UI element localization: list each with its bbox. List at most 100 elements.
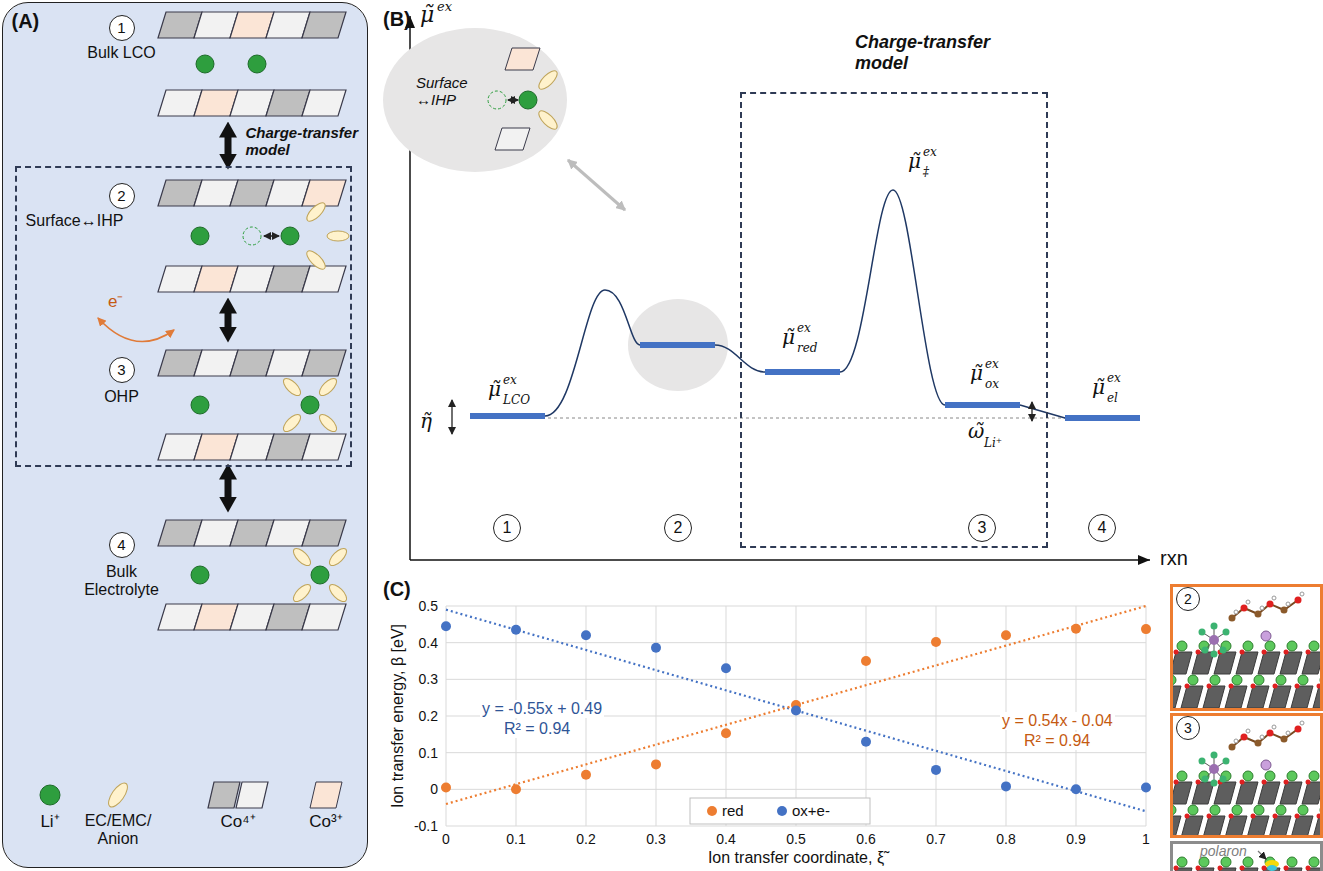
- solvent-molecule: [327, 582, 350, 605]
- structure-snapshot: [1295, 684, 1300, 689]
- structure-snapshot: [1181, 686, 1203, 708]
- legend-swatch: [707, 806, 717, 816]
- stage-group: 3OHP: [15, 345, 350, 462]
- structure-snapshot: [1181, 816, 1203, 838]
- data-point: [721, 663, 731, 673]
- structure-snapshot: [1199, 629, 1206, 636]
- structure-snapshot: [1172, 586, 1322, 710]
- structure-snapshot: [1214, 868, 1236, 871]
- structure-snapshot: [1220, 647, 1227, 654]
- data-point: [651, 759, 661, 769]
- energy-curve: [545, 290, 640, 416]
- legend-label: Co³⁺: [296, 812, 356, 832]
- structure-snapshot: [1229, 744, 1236, 751]
- structure-snapshot: [1218, 866, 1223, 871]
- structure-snapshot: [1185, 684, 1190, 689]
- structure-snapshot: [1196, 780, 1201, 785]
- step-number-text: 2: [674, 520, 683, 536]
- axis-tick-label: 0.2: [419, 708, 438, 724]
- heading-text: Surface ↔IHP: [416, 74, 488, 109]
- data-point: [721, 728, 731, 738]
- solvent-molecule: [281, 412, 304, 435]
- structure-snapshot: [1298, 675, 1308, 685]
- math-symbol: μ̃: [420, 2, 434, 27]
- structure-snapshot: [1276, 675, 1286, 685]
- heading-text: Charge-transfer model: [246, 124, 364, 159]
- annotation-text: R² = 0.94: [1022, 732, 1092, 750]
- structure-snapshot: [1302, 782, 1323, 804]
- structure-snapshot: [1306, 650, 1311, 655]
- chart-legend-box: [690, 798, 870, 824]
- structure-snapshot: [1291, 686, 1313, 708]
- heading-text: (A): [12, 10, 40, 33]
- structure-snapshot: [1170, 584, 1323, 711]
- step-number-text: 3: [1184, 721, 1192, 735]
- math-symbol: red: [797, 342, 818, 356]
- cobalt-octahedron: [302, 180, 346, 206]
- step-number: 1: [493, 514, 521, 542]
- axis-tick-label: 0.9: [1066, 831, 1085, 847]
- annotation-text: (C): [383, 578, 411, 601]
- structure-snapshot: [1170, 841, 1323, 871]
- structure-snapshot: [1295, 726, 1302, 733]
- step-number: 2: [664, 514, 692, 542]
- energy-level: [945, 402, 1020, 408]
- data-point: [441, 621, 451, 631]
- structure-snapshot: [1202, 647, 1209, 654]
- legend-swatches: [707, 806, 717, 816]
- structure-snapshot: [1262, 780, 1267, 785]
- math-symbol: μ̃: [908, 150, 921, 173]
- structure-snapshot: [1309, 857, 1319, 867]
- structure-snapshot: [1236, 652, 1258, 674]
- energy-level: [470, 413, 545, 419]
- structure-snapshot: [1243, 641, 1253, 651]
- model-region: Charge-transfer model2Surface↔IHP3OHP: [15, 166, 352, 467]
- structure-snapshot: [1241, 734, 1248, 741]
- structure-snapshot: [1287, 857, 1297, 867]
- structure-snapshot: [1269, 816, 1291, 838]
- legend-label: Co⁴⁺: [208, 812, 268, 832]
- data-point: [511, 625, 521, 635]
- stage-group: 1Bulk LCO: [15, 8, 350, 120]
- math-symbol: ex: [985, 358, 999, 372]
- axis-tick-label: 0.1: [419, 745, 438, 761]
- structure-snapshot: [1247, 686, 1269, 708]
- structure-snapshot: [1211, 780, 1218, 787]
- structure-snapshot: [1188, 805, 1198, 815]
- structure-snapshot: [1284, 650, 1289, 655]
- data-point: [1001, 630, 1011, 640]
- legend-swatch: [777, 806, 787, 816]
- structure-snapshot: [1203, 816, 1225, 838]
- lithium-ion: [248, 55, 266, 73]
- structure-snapshot: [1286, 602, 1290, 606]
- trend-line: [446, 610, 1146, 812]
- structure-snapshot: [1262, 866, 1267, 871]
- chart-grid: [656, 606, 657, 826]
- structure-snapshot: [1306, 780, 1311, 785]
- structure-snapshot: [1225, 816, 1247, 838]
- data-point: [861, 656, 871, 666]
- structure-snapshot: [1220, 776, 1227, 783]
- math-symbol: ex: [503, 374, 517, 388]
- structure-snapshot: [1261, 760, 1271, 770]
- structure-snapshot: [1214, 652, 1236, 674]
- data-point: [791, 706, 801, 716]
- structure-snapshot: [1199, 758, 1206, 765]
- step-number-text: 3: [978, 520, 987, 536]
- overpotential-arrow: [451, 400, 452, 434]
- structure-snapshot: [1232, 675, 1242, 685]
- stage-group: 4Bulk Electrolyte: [15, 515, 350, 635]
- step-number: 3: [968, 514, 996, 542]
- structure-snapshot: [1172, 715, 1322, 837]
- step-number-text: 1: [109, 15, 135, 41]
- legend-swatches: [105, 780, 131, 810]
- structure-snapshot: [1251, 814, 1256, 819]
- structure-snapshot: [1240, 780, 1245, 785]
- inset-ellipse: Surface ↔IHP: [383, 28, 567, 172]
- structure-snapshot: [1207, 814, 1212, 819]
- legend-swatches: [310, 782, 342, 808]
- lithium-ion: [191, 566, 209, 584]
- data-point: [1001, 781, 1011, 791]
